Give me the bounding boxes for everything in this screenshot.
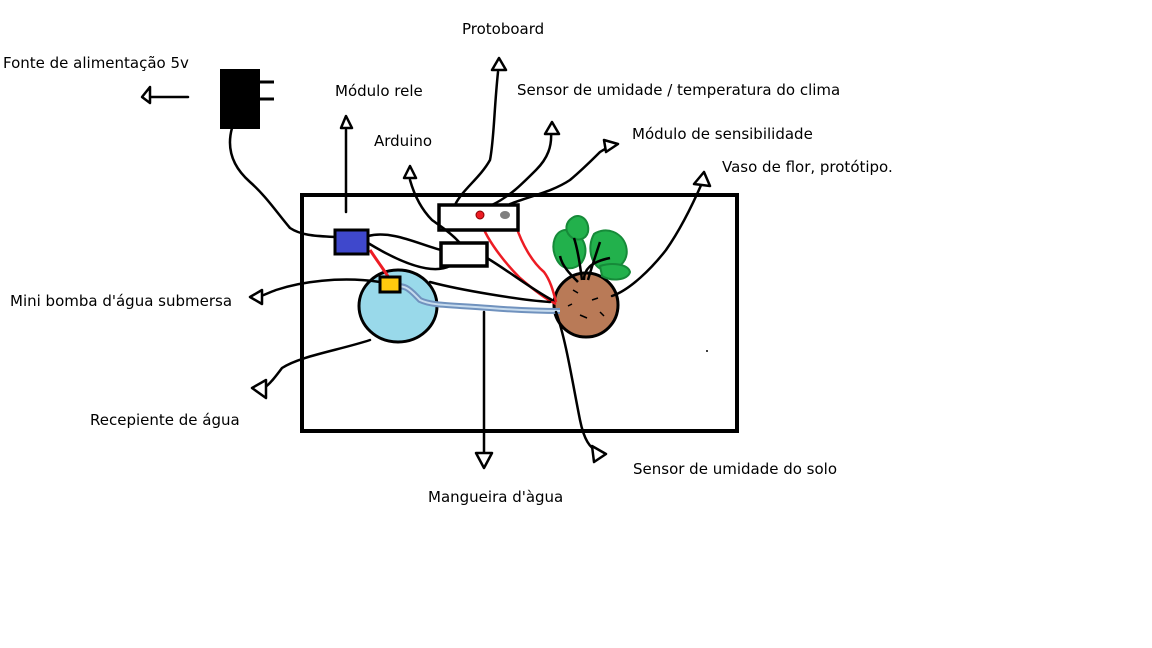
soil-texture (567, 289, 605, 319)
arduino-board (439, 241, 489, 268)
pump-arrow-icon (248, 288, 264, 306)
power-supply-adapter (220, 69, 260, 129)
mini-pump (378, 275, 402, 294)
label-soil-sensor: Sensor de umidade do solo (633, 460, 837, 478)
soil-arrow-icon (590, 444, 608, 464)
sensor-wire-2 (514, 225, 558, 303)
label-water-hose: Mangueira d'àgua (428, 488, 563, 506)
label-water-container: Recepiente de água (90, 411, 240, 429)
climate-sensor (500, 211, 510, 219)
sensor-module-red (475, 210, 485, 220)
pot-arrow-icon (692, 170, 712, 188)
soil-pot (552, 271, 620, 339)
arduino-arrow-icon (402, 164, 418, 180)
pot-leader (610, 181, 704, 298)
relay-wire-2 (366, 241, 452, 271)
protoboard-arrow-icon (490, 56, 508, 72)
water-hose-highlight (391, 285, 561, 312)
label-climate-sensor: Sensor de umidade / temperatura do clima (517, 81, 840, 99)
power-arrow-icon (140, 85, 152, 105)
stray-dot (706, 350, 708, 352)
protoboard-leader (453, 70, 500, 207)
label-mini-pump: Mini bomba d'água submersa (10, 292, 232, 310)
label-arduino: Arduino (374, 132, 432, 150)
container-leader (262, 338, 372, 390)
label-protoboard: Protoboard (462, 20, 544, 38)
arduino-leader (408, 178, 462, 245)
relay-arrow-icon (339, 114, 354, 130)
climate-sensor-leader (490, 130, 553, 207)
soil-sensor-leader (554, 310, 600, 454)
relay-module (333, 228, 370, 256)
relay-arduino-wire (366, 233, 443, 252)
label-sensitivity-module: Módulo de sensibilidade (632, 125, 813, 143)
power-cable (228, 126, 337, 239)
arduino-soil-wire (428, 280, 552, 304)
label-power-supply: Fonte de alimentação 5v (3, 54, 189, 72)
hose-arrow-icon (474, 451, 494, 470)
container-arrow-icon (250, 378, 268, 400)
plant-stems (558, 237, 611, 283)
sensitivity-arrow-icon (602, 138, 620, 154)
arduino-sensor-wire (485, 256, 554, 302)
climate-arrow-icon (543, 120, 561, 136)
base-board (300, 193, 739, 433)
label-flower-pot: Vaso de flor, protótipo. (722, 158, 893, 176)
label-relay-module: Módulo rele (335, 82, 423, 100)
plant-leaves (552, 214, 632, 281)
